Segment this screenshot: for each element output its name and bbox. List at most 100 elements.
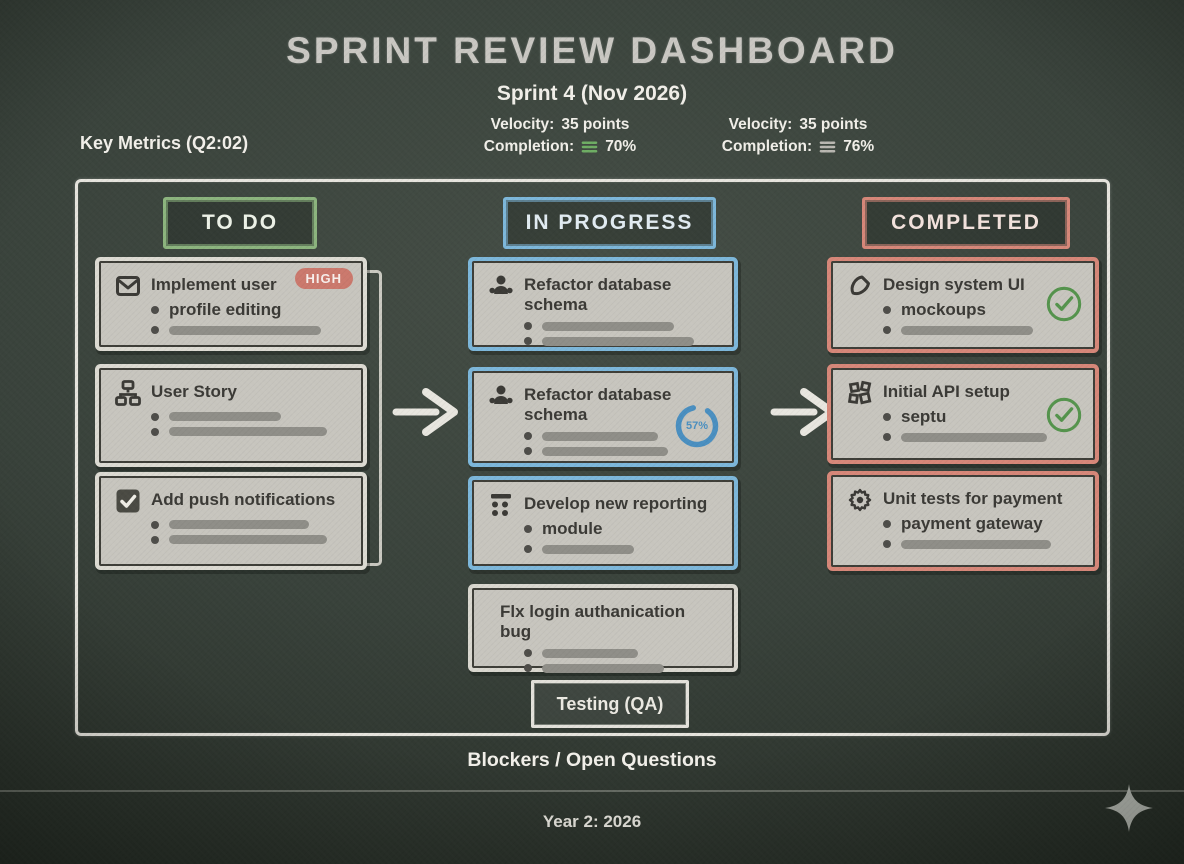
placeholder-bar	[542, 648, 638, 658]
placeholder-bar	[542, 336, 694, 346]
completion-label: Completion:	[483, 138, 575, 155]
task-title: User Story	[151, 382, 237, 401]
bullet-dot	[151, 326, 159, 335]
year-label: Year 2: 2026	[542, 812, 642, 831]
completion-value: 76%	[843, 138, 875, 155]
users-icon	[489, 275, 513, 294]
task-title: Refactor database schema	[524, 275, 672, 315]
task-card[interactable]: Design system UI mockoups	[831, 261, 1095, 349]
pen-icon	[850, 275, 870, 296]
bullet-dot	[883, 413, 891, 422]
task-bullet	[151, 535, 349, 544]
page-title: SPRINT REVIEW DASHBOARD	[286, 30, 898, 71]
placeholder-bar	[542, 663, 664, 673]
column-header-in-progress[interactable]: IN PROGRESS	[503, 197, 716, 249]
metric-group-1: Velocity: 35 points Completion: 70%	[462, 116, 658, 156]
placeholder-bar	[901, 432, 1047, 442]
task-bullet	[524, 336, 720, 346]
kanban-board-frame	[75, 179, 1110, 736]
task-bullet	[524, 544, 720, 554]
bullet-dot	[524, 322, 532, 331]
task-title: Implement user	[151, 275, 277, 294]
grid-dots-icon	[491, 494, 511, 516]
bullet-dot	[883, 306, 891, 315]
check-circle-icon	[1046, 397, 1082, 433]
completion-label: Completion:	[721, 138, 813, 155]
task-bullet	[883, 432, 1081, 442]
task-card[interactable]: 57% Refactor database schema	[472, 371, 734, 463]
velocity-metric: Velocity: 35 points	[729, 116, 868, 134]
progress-ring-icon	[675, 404, 719, 448]
task-card[interactable]: User Story	[99, 368, 363, 463]
placeholder-bar	[542, 544, 634, 554]
task-card[interactable]: Unit tests for payment payment gateway	[831, 475, 1095, 567]
column-header-todo[interactable]: TO DO	[163, 197, 317, 249]
progress-ring-badge: 57%	[674, 403, 720, 449]
task-title: Initial API setup	[883, 382, 1010, 401]
completion-metric: Completion: 70%	[484, 138, 636, 156]
task-bullet	[524, 321, 720, 331]
bullet-dot	[151, 427, 159, 436]
placeholder-bar	[169, 412, 281, 421]
task-title: Design system UI	[883, 275, 1025, 294]
users-icon	[489, 385, 513, 404]
task-bullet	[151, 427, 349, 436]
task-bullet	[151, 412, 349, 421]
sprint-subtitle: Sprint 4 (Nov 2026)	[496, 82, 688, 105]
task-bullet-text: payment gateway	[901, 514, 1043, 533]
bullet-dot	[151, 412, 159, 421]
column-label: TO DO	[201, 211, 279, 234]
task-card[interactable]: HIGH Implement user profile editing	[99, 261, 363, 347]
task-title: Develop new reporting	[524, 494, 708, 513]
placeholder-bar	[901, 325, 1033, 335]
bullet-dot	[883, 326, 891, 335]
bullet-dot	[151, 306, 159, 315]
testing-qa-label: Testing (QA)	[556, 693, 664, 714]
velocity-value: 35 points	[561, 116, 630, 133]
bullet-dot	[524, 337, 532, 346]
velocity-label: Velocity:	[490, 116, 555, 133]
task-card[interactable]: Initial API setup septu	[831, 368, 1095, 460]
task-card[interactable]: Develop new reporting module	[472, 480, 734, 566]
placeholder-bar	[542, 321, 674, 331]
column-header-completed[interactable]: COMPLETED	[862, 197, 1070, 249]
task-card[interactable]: Add push notifications	[99, 476, 363, 566]
velocity-label: Velocity:	[728, 116, 793, 133]
task-bullet-text: septu	[901, 407, 947, 426]
sparkle-icon	[1105, 784, 1153, 832]
checkbox-icon	[116, 489, 140, 513]
task-bullet	[524, 648, 720, 658]
gear-icon	[848, 488, 872, 512]
task-bullet: mockoups	[883, 300, 1081, 320]
placeholder-bar	[169, 325, 321, 335]
puzzle-icon	[847, 380, 872, 405]
task-card[interactable]: Flx login authanication bug	[472, 588, 734, 673]
footer-divider	[0, 790, 1184, 792]
task-bullet-text: mockoups	[901, 300, 987, 319]
velocity-value: 35 points	[799, 116, 868, 133]
bullet-dot	[524, 664, 532, 673]
task-title: Flx login authanication bug	[500, 602, 686, 642]
task-bullet: profile editing	[151, 300, 349, 320]
task-title: Refactor database schema	[524, 385, 672, 425]
bullet-dot	[524, 545, 532, 554]
placeholder-bar	[542, 431, 658, 441]
task-bullet: septu	[883, 407, 1081, 427]
list-lines-icon	[581, 141, 598, 153]
task-bullet	[151, 325, 349, 335]
task-bullet	[524, 431, 720, 441]
placeholder-bar	[169, 535, 327, 544]
priority-badge: HIGH	[294, 268, 353, 289]
testing-qa-button[interactable]: Testing (QA)	[531, 680, 689, 728]
placeholder-bar	[901, 539, 1051, 549]
flow-arrow-icon	[392, 388, 458, 436]
task-card[interactable]: Refactor database schema	[472, 261, 734, 347]
task-bullet: module	[524, 519, 720, 539]
sitemap-icon	[115, 380, 141, 406]
bullet-dot	[151, 520, 159, 529]
bullet-dot	[883, 433, 891, 442]
task-bullet	[151, 520, 349, 529]
velocity-metric: Velocity: 35 points	[491, 116, 630, 134]
placeholder-bar	[169, 427, 327, 436]
